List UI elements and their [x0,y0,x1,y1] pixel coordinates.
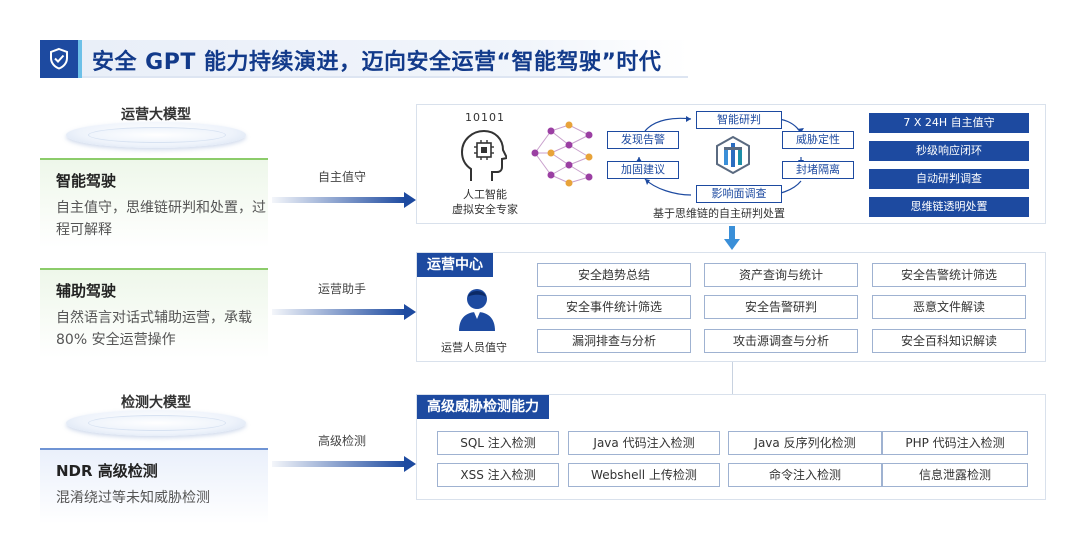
arrow-label: 运营助手 [317,282,366,296]
ops-item: 攻击源调查与分析 [704,329,858,353]
plate-dish [66,122,246,148]
operator-person-icon [459,289,495,331]
flow-step-research: 智能研判 [696,111,782,129]
operator-label: 运营人员值守 [441,341,507,354]
arrow-detection: 高级检测 [272,434,418,474]
arrow-head-icon [404,304,416,320]
flow-step-harden: 加固建议 [607,161,679,179]
ops-model-plate: 运营大模型 [66,104,246,148]
detect-item: 命令注入检测 [728,463,882,487]
binary-code-label: 10101 [465,111,505,124]
card-smart-drive: 智能驾驶 自主值守，思维链研判和处置，过程可解释 [40,158,268,248]
card-desc: 自主值守，思维链研判和处置，过程可解释 [56,200,266,238]
detect-item: PHP 代码注入检测 [882,431,1028,455]
feature-auto-research: 自动研判调查 [869,169,1029,189]
detect-item: Webshell 上传检测 [568,463,720,487]
detection-title: 高级威胁检测能力 [417,395,549,419]
ai-head-icon [460,129,507,181]
arrow-shaft [272,197,406,203]
flow-step-impact: 影响面调查 [696,185,782,203]
arrow-autonomous: 自主值守 [272,170,418,210]
arrow-assistant: 运营助手 [272,282,418,322]
detect-item: XSS 注入检测 [437,463,559,487]
card-title: NDR 高级检测 [56,462,158,480]
detect-model-label: 检测大模型 [121,395,191,411]
card-title: 辅助驾驶 [56,282,117,300]
detect-model-plate: 检测大模型 [66,392,246,436]
ops-item: 漏洞排查与分析 [537,329,691,353]
feature-fast-response: 秒级响应闭环 [869,141,1029,161]
shield-check-icon [40,40,82,78]
ops-item: 安全告警研判 [704,295,858,319]
flow-step-threat: 威胁定性 [782,131,854,149]
ai-label-line: 虚拟安全专家 [452,203,518,216]
arrow-head-icon [404,456,416,472]
card-desc: 自然语言对话式辅助运营，承载 80% 安全运营操作 [56,310,252,348]
down-arrow-icon [724,226,740,250]
card-title: 智能驾驶 [56,172,117,190]
detect-item: Java 反序列化检测 [728,431,882,455]
feature-24h: 7 X 24H 自主值守 [869,113,1029,133]
panel-connector [732,362,733,394]
ai-label-line: 人工智能 [463,188,507,201]
detect-item: 信息泄露检测 [882,463,1028,487]
plate-dish [66,410,246,436]
ops-center-panel: 运营中心 运营人员值守 安全趋势总结 资产查询与统计 安全告警统计筛选 安全事件… [416,252,1046,362]
ops-item: 恶意文件解读 [872,295,1026,319]
detect-item: Java 代码注入检测 [568,431,720,455]
ops-item: 安全事件统计筛选 [537,295,691,319]
detection-panel: 高级威胁检测能力 SQL 注入检测 Java 代码注入检测 Java 反序列化检… [416,394,1046,500]
brand-logo-icon [716,135,750,175]
card-desc: 混淆绕过等未知威胁检测 [56,490,210,506]
detect-item: SQL 注入检测 [437,431,559,455]
ai-label: 人工智能 虚拟安全专家 [435,187,535,217]
ops-item: 资产查询与统计 [704,263,858,287]
ops-item: 安全趋势总结 [537,263,691,287]
autonomous-panel: 10101 人工智能 虚拟安全专家 [416,104,1046,224]
feature-transparent: 思维链透明处置 [869,197,1029,217]
title-bar: 安全 GPT 能力持续演进，迈向安全运营“智能驾驶”时代 [40,40,688,78]
flow-step-discover: 发现告警 [607,131,679,149]
flow-step-block: 封堵隔离 [782,161,854,179]
arrow-label: 高级检测 [317,434,366,448]
arrow-head-icon [404,192,416,208]
arrow-shaft [272,461,406,467]
ops-model-label: 运营大模型 [121,107,191,123]
page-title: 安全 GPT 能力持续演进，迈向安全运营“智能驾驶”时代 [92,50,662,75]
ops-item: 安全百科知识解读 [872,329,1026,353]
arrow-label: 自主值守 [317,170,366,184]
ops-item: 安全告警统计筛选 [872,263,1026,287]
card-assist-drive: 辅助驾驶 自然语言对话式辅助运营，承载 80% 安全运营操作 [40,268,268,358]
arrow-shaft [272,309,406,315]
ops-center-title: 运营中心 [417,253,493,277]
card-ndr-detect: NDR 高级检测 混淆绕过等未知威胁检测 [40,448,268,524]
neural-network-icon [531,121,593,187]
flow-caption: 基于思维链的自主研判处置 [653,207,785,220]
